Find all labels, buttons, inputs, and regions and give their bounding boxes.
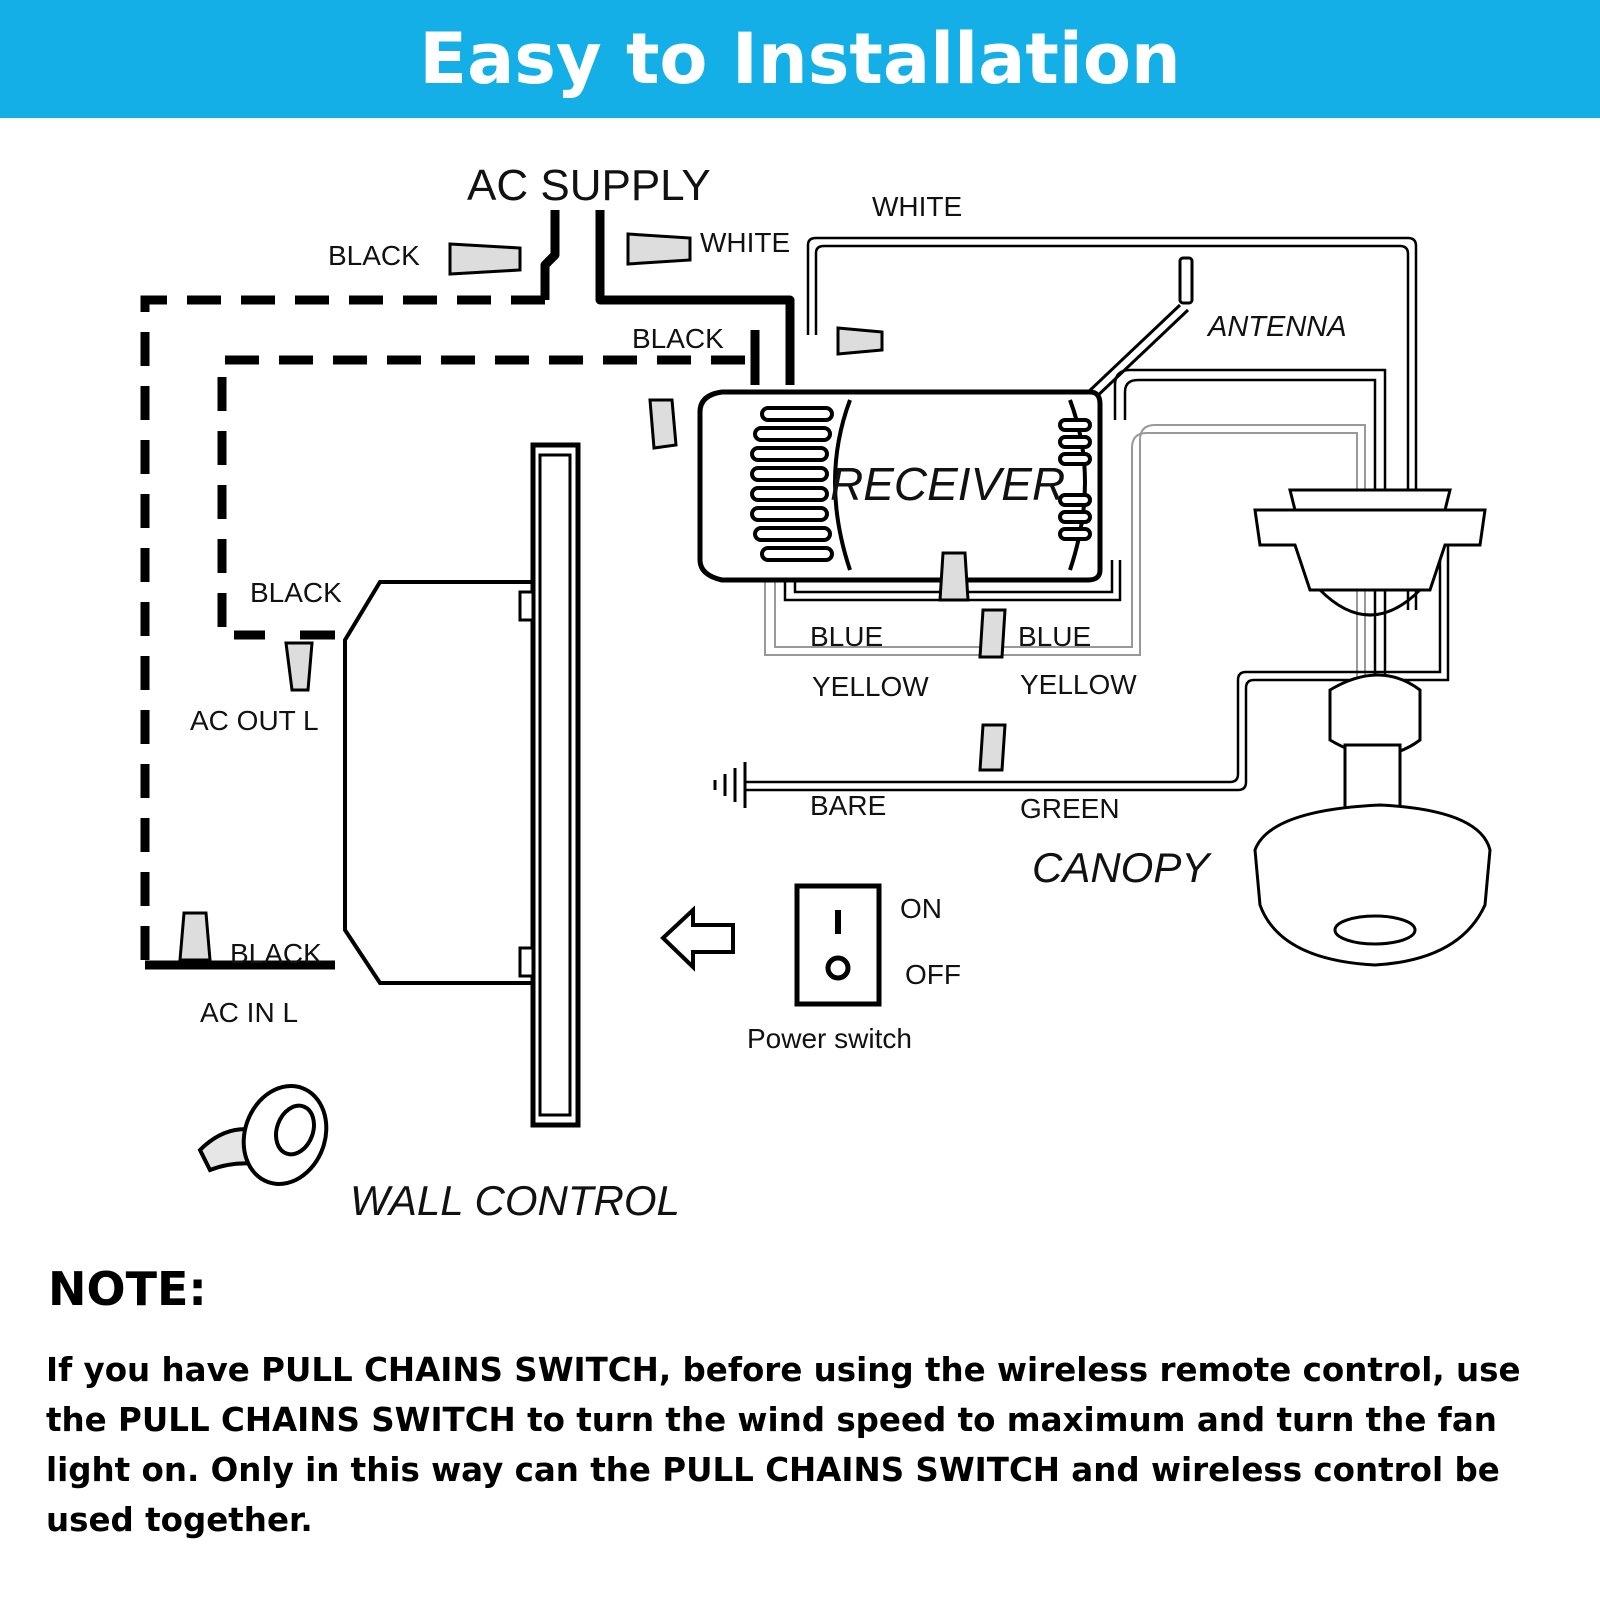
black-wires bbox=[145, 210, 795, 970]
off-label: OFF bbox=[905, 959, 961, 990]
power-switch-label: Power switch bbox=[747, 1023, 912, 1054]
wire-nut-icon bbox=[938, 551, 970, 602]
receiver-label: RECEIVER bbox=[830, 458, 1065, 510]
bare-label: BARE bbox=[810, 790, 886, 821]
black-bottom-label: BLACK bbox=[230, 938, 322, 969]
wire-nut-icons bbox=[178, 232, 1007, 962]
wall-control bbox=[343, 442, 581, 1128]
white-wires bbox=[783, 236, 1418, 690]
green-label: GREEN bbox=[1020, 793, 1120, 824]
supply-white-black-wire bbox=[595, 210, 795, 385]
ac-in-label: AC IN L bbox=[200, 997, 298, 1028]
wire-nut-icon bbox=[626, 232, 692, 266]
wire-nut-icon bbox=[448, 242, 522, 276]
supply-black-wire bbox=[540, 210, 560, 300]
white-top-label: WHITE bbox=[872, 191, 962, 222]
black-mid-label: BLACK bbox=[632, 323, 724, 354]
note-heading: NOTE: bbox=[48, 1262, 207, 1316]
receiver-vents bbox=[750, 406, 1092, 562]
ground-wires bbox=[745, 545, 1450, 792]
blue-left-label: BLUE bbox=[810, 621, 883, 652]
ac-out-dashed-wire bbox=[217, 355, 745, 640]
wire-nut-icon bbox=[648, 398, 678, 450]
wire-nut-icon bbox=[284, 641, 314, 692]
diagram-labels: AC SUPPLY BLACK WHITE WHITE BLACK ANTENN… bbox=[190, 161, 1347, 1224]
wire-nut-icon bbox=[836, 326, 884, 356]
antenna bbox=[1083, 256, 1194, 402]
dashed-wires bbox=[140, 295, 745, 965]
wire-nut-icon bbox=[978, 608, 1007, 659]
page-title: Easy to Installation bbox=[419, 18, 1181, 100]
white-supply-label: WHITE bbox=[700, 227, 790, 258]
power-switch-icon bbox=[794, 883, 882, 1007]
note-body: If you have PULL CHAINS SWITCH, before u… bbox=[46, 1351, 1521, 1539]
wall-control-label: WALL CONTROL bbox=[350, 1177, 680, 1224]
blue-right-label: BLUE bbox=[1018, 621, 1091, 652]
ac-supply-label: AC SUPPLY bbox=[467, 161, 711, 210]
yellow-right-label: YELLOW bbox=[1020, 669, 1137, 700]
wire-nut-icon bbox=[178, 911, 212, 962]
wire-nut-icon bbox=[978, 723, 1007, 772]
ground-icon bbox=[713, 762, 747, 808]
black-left-label: BLACK bbox=[250, 577, 342, 608]
header-banner bbox=[0, 0, 1600, 118]
black-supply-label: BLACK bbox=[328, 240, 420, 271]
yellow-wires bbox=[764, 424, 1366, 690]
wiring-diagram: AC SUPPLY BLACK WHITE WHITE BLACK ANTENN… bbox=[140, 161, 1492, 1224]
receiver-box bbox=[697, 389, 1103, 583]
ac-in-dashed-wire bbox=[140, 295, 545, 965]
canopy-icon bbox=[1253, 488, 1492, 967]
antenna-label: ANTENNA bbox=[1206, 311, 1347, 343]
canopy-label: CANOPY bbox=[1032, 844, 1212, 891]
ac-out-label: AC OUT L bbox=[190, 705, 319, 736]
arrow-left-icon bbox=[660, 905, 735, 972]
yellow-left-label: YELLOW bbox=[812, 671, 929, 702]
on-label: ON bbox=[900, 893, 942, 924]
tape-roll-icon bbox=[197, 1084, 329, 1186]
